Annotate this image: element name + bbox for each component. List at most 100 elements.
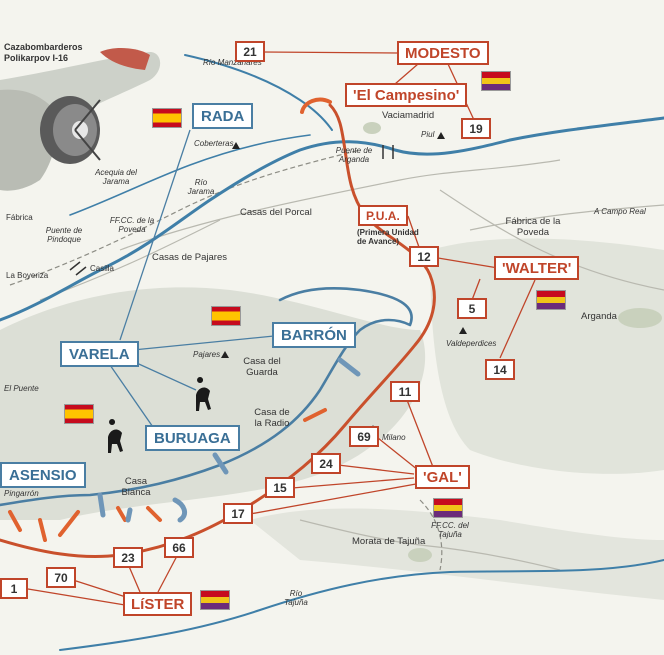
label-rio-jarama: Río Jarama	[187, 178, 215, 197]
unit-pua: P.U.A.	[358, 205, 408, 226]
road-porcal	[119, 159, 561, 251]
nationalist-connectors	[109, 129, 275, 431]
brigade-1: 1	[0, 578, 28, 599]
flag-varela	[64, 404, 94, 424]
label-a-campo-real: A Campo Real	[594, 207, 646, 216]
unit-campesino: 'El Campesino'	[345, 83, 468, 107]
label-la-boyeriza: La Boyeriza	[6, 271, 49, 280]
acequia-jarama	[69, 134, 311, 216]
brigade-19: 19	[461, 118, 491, 139]
label-casilla: Casilla	[90, 264, 115, 273]
unit-modesto: MODESTO	[397, 41, 489, 65]
label-casas-porcal: Casas del Porcal	[240, 207, 312, 218]
unit-lister: LíSTER	[123, 592, 193, 616]
road-morata	[299, 519, 561, 571]
arrow-blanca-1	[146, 506, 162, 522]
cavalry-icon-2	[108, 419, 123, 453]
label-fabrica: Fábrica	[6, 213, 33, 222]
label-piul: Piul	[421, 130, 435, 139]
label-fabrica-poveda: Fábrica de la Poveda	[505, 216, 561, 238]
hill-vaciamadrid	[363, 122, 381, 134]
railway-poveda	[9, 149, 361, 286]
brigade-12: 12	[409, 246, 439, 267]
aircraft-label-line1: Cazabombarderos	[4, 42, 83, 52]
arrow-campesino	[300, 97, 332, 114]
arrow-lister-2	[58, 510, 80, 537]
label-valdeperdices: Valdeperdices	[446, 339, 497, 348]
label-vaciamadrid: Vaciamadrid	[382, 110, 435, 121]
cavalry-icon-1	[196, 377, 211, 411]
airplane-icon	[0, 48, 161, 191]
arrow-blanca-2	[116, 506, 127, 522]
brigade-23: 23	[113, 547, 143, 568]
hill-arganda	[618, 308, 662, 328]
river-jarama	[0, 116, 664, 322]
unit-asensio: ASENSIO	[0, 462, 86, 488]
arrow-blanca-n	[172, 497, 188, 523]
label-el-puente: El Puente	[4, 384, 39, 393]
label-casa-blanca: Casa Blanca	[121, 476, 151, 498]
hill-marker-coberteras	[232, 142, 240, 149]
flag-lister	[200, 590, 230, 610]
unit-rada: RADA	[192, 103, 254, 129]
brigade-69: 69	[349, 426, 379, 447]
label-rio-tajuna: Río Tajuña	[284, 589, 308, 608]
railway-tajuna	[419, 499, 443, 571]
road-poveda	[39, 219, 221, 301]
flag-walter	[536, 290, 566, 310]
brigade-21: 21	[235, 41, 265, 62]
arrow-buruaga	[212, 452, 229, 475]
unit-pua-note: (Primera Unidad de Avance)	[357, 228, 419, 246]
railways	[9, 149, 443, 571]
label-ffcc-tajuna: FF.CC. del Tajuña	[431, 521, 469, 540]
unit-varela: VARELA	[60, 341, 139, 367]
road-arganda	[439, 189, 664, 291]
label-morata: Morata de Tajuña	[352, 536, 426, 547]
unit-gal: 'GAL'	[415, 465, 470, 489]
river-tajuna	[59, 559, 664, 651]
label-casa-guarda: Casa del Guarda	[243, 356, 281, 378]
arrow-radio	[303, 408, 327, 422]
label-rio-manzanares: Río Manzanares	[203, 58, 262, 67]
river-manzanares	[184, 54, 333, 131]
aircraft-label: Cazabombarderos Polikarpov I-16	[4, 42, 83, 65]
hill-marker-piul	[437, 132, 445, 139]
flag-rada	[152, 108, 182, 128]
flag-central	[211, 306, 241, 326]
label-puente-pindoque: Puente de Pindoque	[45, 226, 83, 245]
label-casas-pajares: Casas de Pajares	[152, 252, 227, 263]
arrow-barron	[337, 357, 361, 377]
unit-barron: BARRÓN	[272, 322, 356, 348]
label-acequia-jarama: Acequia del Jarama	[95, 168, 137, 187]
hill-marker-valdeperdices	[459, 327, 467, 334]
brigade-17: 17	[223, 503, 253, 524]
arrow-asensio-n	[97, 492, 106, 518]
unit-walter: 'WALTER'	[494, 256, 580, 280]
hill-area-east	[430, 238, 664, 474]
brigade-5: 5	[457, 298, 487, 319]
roads	[39, 159, 664, 571]
cavalry-icons	[108, 377, 211, 453]
label-puente-arganda: Puente de Arganda	[335, 146, 373, 165]
aircraft-label-line2: Polikarpov I-16	[4, 53, 69, 64]
republican-arrows	[8, 97, 332, 542]
bridge-symbols	[69, 145, 394, 276]
nationalist-line	[0, 287, 413, 507]
arrow-lister-1	[38, 518, 47, 542]
brigade-66: 66	[164, 537, 194, 558]
brigade-14: 14	[485, 359, 515, 380]
flag-modesto	[481, 71, 511, 91]
brigade-70: 70	[46, 567, 76, 588]
label-milano: Milano	[382, 433, 406, 442]
arrow-asensio-r	[8, 510, 22, 532]
label-pajares: Pajares	[193, 350, 221, 359]
hill-area-south	[250, 508, 664, 600]
arrow-asensio-n2	[125, 507, 133, 523]
brigade-11: 11	[390, 381, 420, 402]
hill-marker-pajares	[221, 351, 229, 358]
label-pingarron: Pingarrón	[4, 489, 39, 498]
label-casa-radio: Casa de la Radio	[254, 407, 290, 429]
hill-morata	[408, 548, 432, 562]
brigade-24: 24	[311, 453, 341, 474]
